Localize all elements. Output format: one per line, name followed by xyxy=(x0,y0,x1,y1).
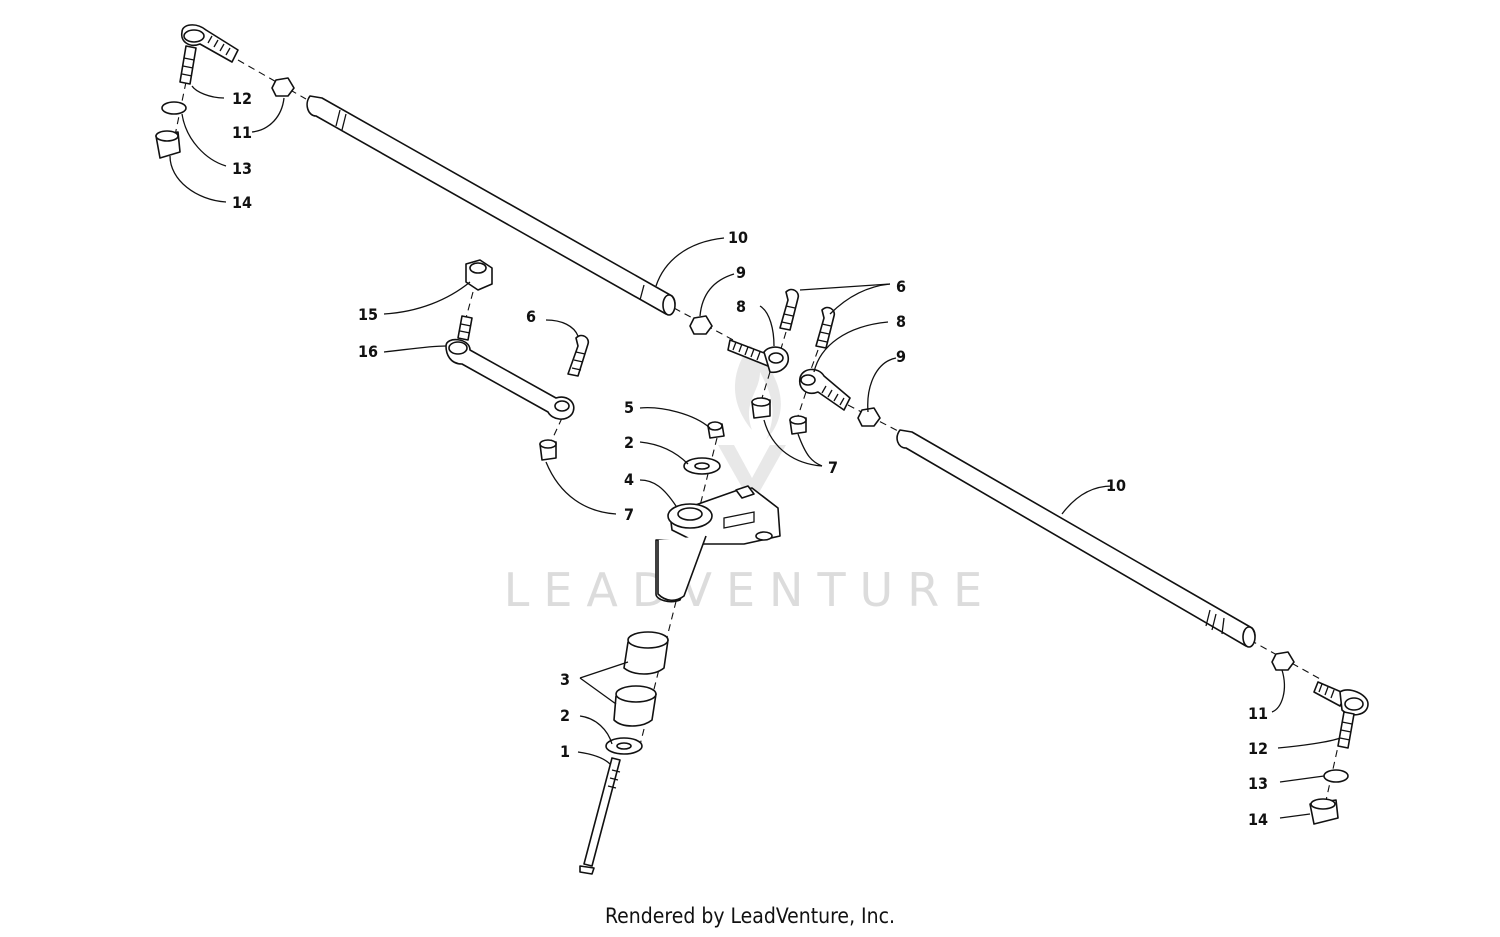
callout-15: 15 xyxy=(358,305,378,324)
arm-16 xyxy=(445,338,575,420)
callout-2-lower: 2 xyxy=(560,706,570,725)
callout-7-left: 7 xyxy=(624,505,634,524)
bolt-12-upper xyxy=(179,45,197,85)
callout-6-right: 6 xyxy=(896,277,906,296)
washer-2-upper xyxy=(683,457,721,475)
tie-rod-end-lower-right xyxy=(1313,681,1369,716)
bolt-12-lower xyxy=(1337,711,1355,749)
washer-2-lower xyxy=(605,737,643,755)
callout-9-left: 9 xyxy=(736,263,746,282)
nut-11-upper xyxy=(271,77,295,97)
callout-2-upper: 2 xyxy=(624,433,634,452)
bushing-3-upper xyxy=(623,631,669,675)
callout-10-upper: 10 xyxy=(728,228,748,247)
callout-14-upper: 14 xyxy=(232,193,252,212)
render-credit-footer: Rendered by LeadVenture, Inc. xyxy=(605,904,895,928)
bolt-1 xyxy=(579,757,621,875)
assembly-axis-lines xyxy=(171,59,1346,806)
callout-12-lower: 12 xyxy=(1248,739,1268,758)
pivot-bracket-4 xyxy=(655,485,781,603)
callout-13-upper: 13 xyxy=(232,159,252,178)
callout-5: 5 xyxy=(624,398,634,417)
nut-9-left xyxy=(689,315,713,335)
watermark: LEADVENTURE xyxy=(504,345,997,617)
callout-numbers: 12 11 13 14 10 9 8 6 8 9 7 10 15 16 6 5 … xyxy=(232,89,1268,829)
nut-7-center-right xyxy=(789,415,807,435)
nut-11-lower xyxy=(1271,651,1295,671)
washer-13-lower xyxy=(1323,769,1349,783)
nut-5 xyxy=(707,421,725,439)
v-logo-icon xyxy=(718,445,786,505)
nut-7-left xyxy=(539,439,557,461)
tie-rod-end-upper-left xyxy=(180,24,239,63)
callout-4: 4 xyxy=(624,470,634,489)
callout-8-left: 8 xyxy=(736,297,746,316)
callout-11-upper: 11 xyxy=(232,123,252,142)
callout-16: 16 xyxy=(358,342,378,361)
callout-11-lower: 11 xyxy=(1248,704,1268,723)
bushing-3-lower xyxy=(613,685,657,727)
callout-13-lower: 13 xyxy=(1248,774,1268,793)
bolt-6-left xyxy=(567,334,590,377)
leader-lines xyxy=(169,85,1341,819)
nut-9-right xyxy=(857,407,881,427)
callout-9-right: 9 xyxy=(896,347,906,366)
callout-3: 3 xyxy=(560,670,570,689)
nut-15 xyxy=(465,259,493,291)
nut-14-lower xyxy=(1309,798,1339,825)
bolt-6-center-right xyxy=(815,306,836,349)
tie-rod-10-upper xyxy=(306,95,676,316)
callout-12-upper: 12 xyxy=(232,89,252,108)
callout-1: 1 xyxy=(560,742,570,761)
callout-14-lower: 14 xyxy=(1248,810,1268,829)
tie-rod-end-8-right xyxy=(798,368,851,411)
tie-rod-end-8-left xyxy=(727,339,790,374)
washer-13-upper xyxy=(161,101,187,115)
callout-8-right: 8 xyxy=(896,312,906,331)
callout-10-lower: 10 xyxy=(1106,476,1126,495)
nut-14-upper xyxy=(155,130,181,159)
bolt-6-center-left xyxy=(779,288,800,331)
callout-7-center: 7 xyxy=(828,458,838,477)
tie-rod-10-lower xyxy=(896,429,1256,648)
callout-6-left: 6 xyxy=(526,307,536,326)
stud-16 xyxy=(457,315,473,341)
watermark-text: LEADVENTURE xyxy=(504,563,997,617)
nut-7-center-left xyxy=(751,397,771,419)
